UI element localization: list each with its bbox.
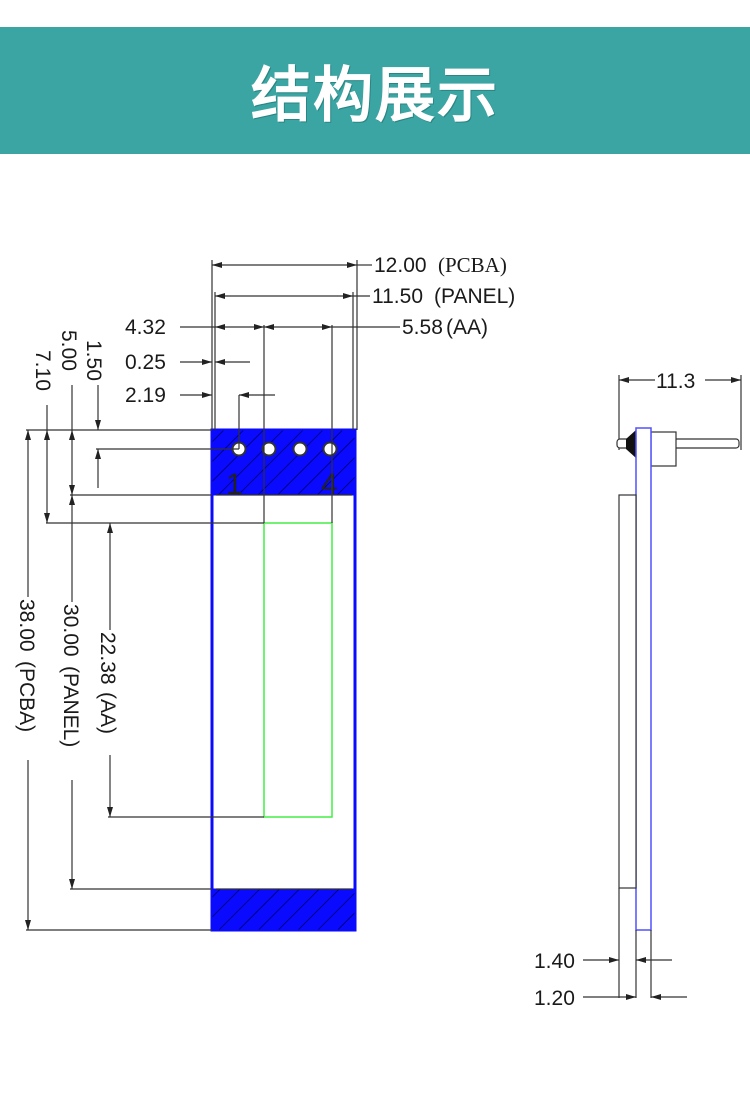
panel-side bbox=[618, 494, 637, 889]
header-banner: 结构展示 bbox=[0, 27, 750, 154]
dim-pcba-height: 38.00 bbox=[15, 599, 38, 652]
pcb-bottom-region bbox=[211, 888, 356, 931]
pin-hole bbox=[322, 441, 338, 457]
header-housing bbox=[650, 431, 677, 467]
pin-label-first: 1 bbox=[226, 468, 243, 501]
dim-panel-offset: 0.25 bbox=[125, 351, 166, 374]
dim-pin-row: 1.50 bbox=[82, 340, 105, 381]
dim-total-depth: 11.3 bbox=[656, 370, 695, 393]
dim-panel-height-label: (PANEL) bbox=[59, 666, 82, 747]
dim-aa-top: 5.00 bbox=[57, 330, 80, 371]
dim-pin-offset: 2.19 bbox=[125, 384, 166, 407]
dim-aa-width: 5.58 bbox=[402, 316, 443, 339]
dim-pcba-width: 12.00 bbox=[374, 254, 427, 277]
pcb-side bbox=[635, 427, 652, 931]
pin-label-last: 4 bbox=[321, 468, 338, 501]
dim-panel-height: 30.00 bbox=[59, 604, 82, 657]
dim-pcb-thickness: 1.20 bbox=[534, 987, 575, 1010]
dim-panel-width: 11.50 bbox=[372, 285, 423, 308]
dim-aa-width-label: (AA) bbox=[446, 316, 488, 339]
dim-aa-height: 22.38 bbox=[96, 632, 119, 685]
side-view: 11.3 1.40 1.20 bbox=[534, 370, 742, 1010]
dim-pcba-height-label: (PCBA) bbox=[15, 661, 38, 732]
dim-panel-thickness: 1.40 bbox=[534, 950, 575, 973]
pin-hole bbox=[261, 441, 277, 457]
dim-aa-offset: 4.32 bbox=[125, 316, 166, 339]
active-area bbox=[263, 522, 333, 818]
page-title: 结构展示 bbox=[251, 61, 499, 131]
dim-pcba-width-label: (PCBA) bbox=[438, 253, 507, 277]
dim-panel-width-label: (PANEL) bbox=[434, 285, 515, 308]
front-view: 1 4 12.00 (PCBA) 11.50 (PANEL) 4.32 5.58… bbox=[15, 253, 515, 932]
dim-aa-height-label: (AA) bbox=[96, 692, 119, 734]
pin-hole bbox=[292, 441, 308, 457]
pcba-outline bbox=[210, 428, 357, 932]
dim-panel-top: 7.10 bbox=[31, 350, 54, 391]
solder-joint bbox=[626, 430, 636, 458]
